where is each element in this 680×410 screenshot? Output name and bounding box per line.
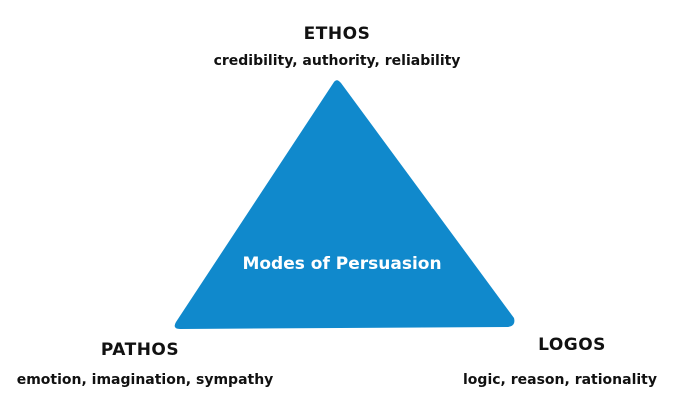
pathos-title: PATHOS <box>100 340 180 360</box>
logos-description: logic, reason, rationality <box>463 372 657 388</box>
modes-triangle <box>174 80 515 329</box>
ethos-description: credibility, authority, reliability <box>213 53 461 69</box>
pathos-description: emotion, imagination, sympathy <box>16 372 274 388</box>
center-label: Modes of Persuasion <box>242 254 442 274</box>
logos-title: LOGOS <box>538 335 606 355</box>
ethos-title: ETHOS <box>303 24 371 44</box>
